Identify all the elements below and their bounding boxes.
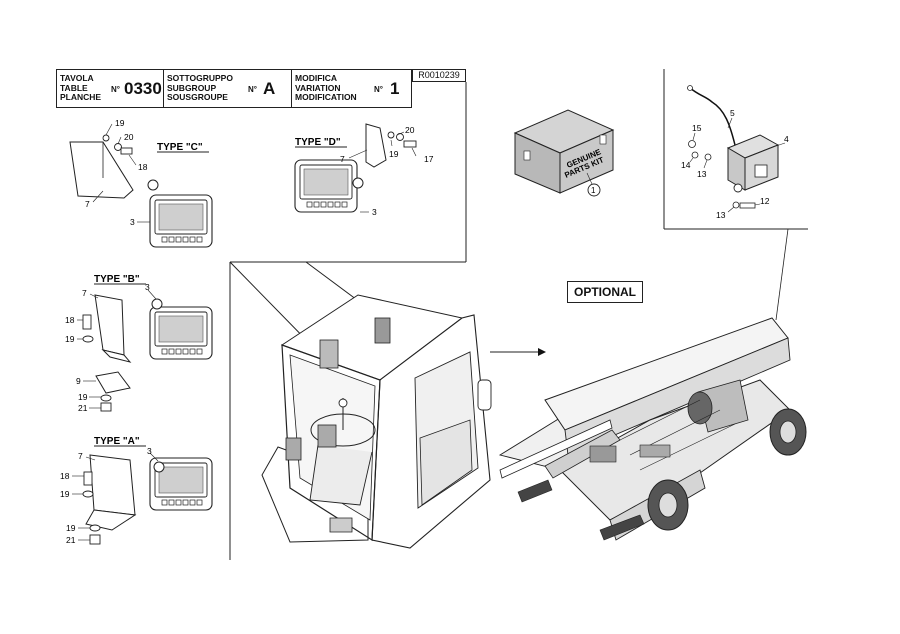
- title-block: TAVOLA TABLE PLANCHE N° 0330 SOTTOGRUPPO…: [56, 69, 412, 108]
- callout: 13: [716, 210, 726, 220]
- subgroup-no-prefix: N°: [248, 85, 257, 94]
- type-d-label: TYPE "D": [295, 137, 341, 148]
- callout: 7: [82, 288, 87, 298]
- reach-stacker-icon: [498, 317, 807, 541]
- callout: 14: [681, 160, 691, 170]
- subgroup-label-it: SOTTOGRUPPO: [167, 73, 233, 83]
- subgroup-label-en: SUBGROUP: [167, 82, 217, 93]
- mod-number: 1: [390, 79, 400, 98]
- mod-label-en: VARIATION: [295, 82, 341, 93]
- callout: 18: [60, 471, 70, 481]
- table-cell: TAVOLA TABLE PLANCHE N° 0330: [57, 70, 164, 107]
- callout: 19: [66, 523, 76, 533]
- type-c-label: TYPE "C": [157, 142, 203, 153]
- mod-no-prefix: N°: [374, 85, 383, 94]
- display-monitor-icon: [149, 194, 213, 248]
- callout: 9: [76, 376, 81, 386]
- callout: 21: [78, 403, 88, 413]
- camera-icon: 5 4 15 14 13 13 12: [681, 85, 789, 220]
- table-labels: TAVOLA TABLE PLANCHE: [60, 73, 102, 103]
- callout: 21: [66, 535, 76, 545]
- callout: 20: [124, 132, 134, 142]
- callout: 7: [78, 451, 83, 461]
- table-label-it: TAVOLA: [60, 73, 94, 83]
- table-no-prefix: N°: [111, 85, 120, 94]
- subgroup-number: A: [263, 79, 276, 98]
- subgroup-cell: SOTTOGRUPPO SUBGROUP SOUSGROUPE N° A: [164, 70, 292, 107]
- callout: 19: [65, 334, 75, 344]
- callout: 20: [405, 125, 415, 135]
- callout: 17: [424, 154, 434, 164]
- callout: 15: [692, 123, 702, 133]
- modification-cell: MODIFICA VARIATION MODIFICATION N° 1: [292, 70, 413, 107]
- callout: 7: [340, 154, 345, 164]
- callout: 7: [85, 199, 90, 209]
- callout: 18: [65, 315, 75, 325]
- callout: 1: [591, 186, 596, 195]
- mod-label-it: MODIFICA: [295, 73, 338, 83]
- type-a-assembly: TYPE "A" 7 3 18 19 19 21: [60, 436, 213, 545]
- callout: 19: [78, 392, 88, 402]
- callout: 19: [60, 489, 70, 499]
- callout: 19: [115, 118, 125, 128]
- display-monitor-icon: [294, 159, 358, 213]
- type-d-assembly: TYPE "D" 20 7 19 17 3: [294, 123, 434, 217]
- reference-code: R0010239: [412, 69, 466, 82]
- subgroup-labels: SOTTOGRUPPO SUBGROUP SOUSGROUPE: [167, 73, 233, 103]
- modification-labels: MODIFICA VARIATION MODIFICATION: [295, 73, 357, 103]
- callout: 13: [697, 169, 707, 179]
- table-number: 0330: [124, 79, 162, 98]
- type-a-label: TYPE "A": [94, 436, 140, 447]
- type-b-label: TYPE "B": [94, 274, 140, 285]
- callout: 5: [730, 108, 735, 118]
- optional-label: OPTIONAL: [567, 281, 643, 303]
- operator-cab-icon: [261, 294, 546, 549]
- callout: 19: [389, 149, 399, 159]
- callout: 18: [138, 162, 148, 172]
- display-monitor-icon: [149, 306, 213, 360]
- callout: 3: [145, 282, 150, 292]
- callout: 3: [372, 207, 377, 217]
- callout: 3: [130, 217, 135, 227]
- callout: 12: [760, 196, 770, 206]
- callout: 3: [147, 446, 152, 456]
- mod-label-fr: MODIFICATION: [295, 92, 357, 102]
- camera-leader: [775, 228, 789, 321]
- callout: 4: [784, 134, 789, 144]
- parts-kit-box-icon: GENUINE PARTS KIT 1: [513, 109, 615, 197]
- table-label-en: TABLE: [60, 82, 88, 93]
- table-label-fr: PLANCHE: [60, 92, 102, 102]
- type-b-assembly: TYPE "B" 7 3 18 19 9: [65, 274, 213, 413]
- subgroup-label-fr: SOUSGROUPE: [167, 92, 228, 102]
- type-c-assembly: TYPE "C" 19 20 18 7 3: [69, 118, 213, 248]
